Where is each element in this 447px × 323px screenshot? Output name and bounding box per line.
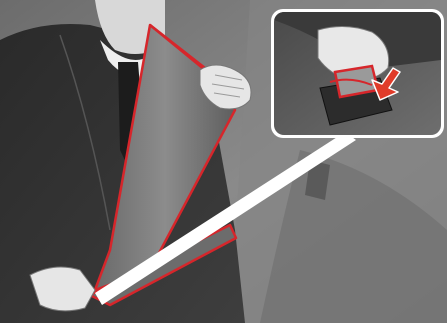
inset-tongue-plate	[335, 66, 378, 97]
inset-detail	[274, 12, 441, 135]
